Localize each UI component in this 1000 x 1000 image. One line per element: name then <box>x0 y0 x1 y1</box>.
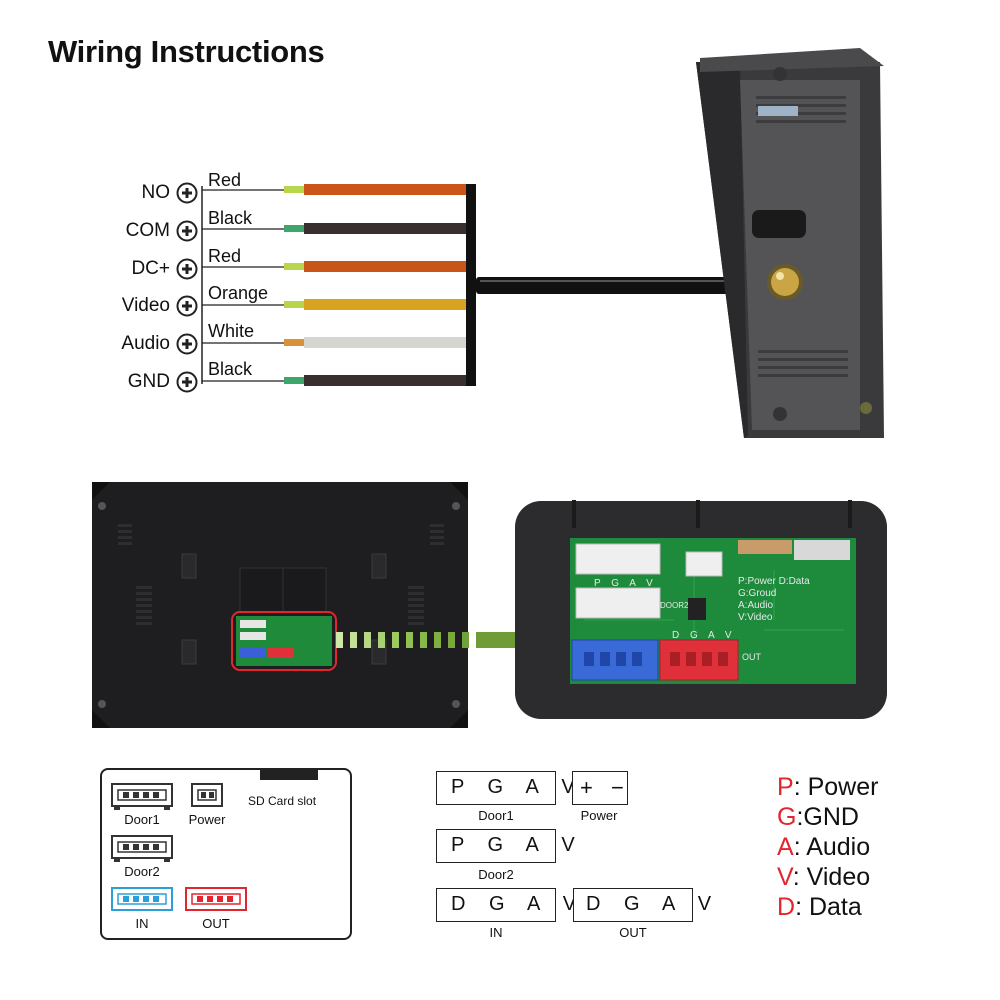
wire-label-video: Orange <box>208 283 269 303</box>
wiring-diagram <box>201 48 884 438</box>
wire-label-no: Red <box>208 170 242 190</box>
wire-color-bar <box>304 337 466 348</box>
board-legend-line: P:Power D:Data <box>738 576 810 587</box>
key-video: V: Video <box>777 863 870 892</box>
door2-label: Door2 <box>124 864 160 879</box>
sd-slot-shape <box>260 768 318 780</box>
out-pinout-label: OUT <box>619 925 647 940</box>
key-text: : Power <box>793 773 879 801</box>
door2-connector-icon <box>111 835 173 862</box>
board-out-label: OUT <box>742 652 762 662</box>
key-letter: P <box>777 773 794 801</box>
wire-label-com: Black <box>208 208 253 228</box>
cable-sleeve <box>466 184 476 386</box>
wire-no <box>202 184 466 195</box>
power-pinout: + − <box>572 771 628 805</box>
out-connector-icon <box>185 887 247 911</box>
plus-icon <box>176 258 198 285</box>
wire-label-dc: Red <box>208 246 242 266</box>
board-legend-line: V:Video <box>738 612 773 623</box>
board-pins-bottom: D G A V <box>672 630 736 641</box>
key-text: : Video <box>792 863 871 891</box>
wire-color-bar <box>304 261 466 272</box>
power-label: Power <box>188 812 226 827</box>
key-text: :GND <box>796 803 859 831</box>
screw-icon <box>98 502 106 510</box>
in-pinout-label: IN <box>489 925 503 940</box>
camera-lens-window <box>752 210 806 238</box>
wire-color-bar <box>304 184 466 195</box>
wire-gnd <box>202 375 466 386</box>
panel-legend: SD Card slot Door1 Power Door2 IN OUT <box>100 768 352 940</box>
terminal-label: NO <box>141 182 171 203</box>
door2-pinout-label: Door2 <box>478 867 514 882</box>
plus-icon <box>176 333 198 360</box>
out-pins: D G A V <box>586 893 721 915</box>
door1-pinout-label: Door1 <box>478 808 514 823</box>
terminal-label: COM <box>125 220 170 241</box>
plus-icon <box>176 182 198 209</box>
power-connector-icon <box>191 783 223 807</box>
terminal-label: Audio <box>121 333 170 354</box>
board-closeup: P:Power D:Data G:Groud A:Audio V:Video P… <box>515 500 887 719</box>
board-door2-label: DOOR2 <box>660 601 689 610</box>
door2-pins: P G A V <box>451 834 584 856</box>
terminal-label: Video <box>121 295 170 316</box>
in-connector-icon <box>111 887 173 911</box>
out-pinout: D G A V <box>573 888 711 922</box>
wire-com <box>202 223 466 234</box>
monitor-back <box>92 482 468 728</box>
key-power: P: Power <box>777 773 878 802</box>
key-text: : Audio <box>793 833 871 861</box>
sd-slot-label: SD Card slot <box>248 794 317 808</box>
main-cable <box>476 277 746 294</box>
key-data: D: Data <box>777 893 862 922</box>
page-title: Wiring Instructions <box>48 34 325 69</box>
key-letter: D <box>777 893 796 921</box>
power-pins: + − <box>580 775 630 800</box>
wire-video <box>202 299 466 310</box>
screw-icon <box>452 502 460 510</box>
key-text: : Data <box>795 893 862 921</box>
power-pinout-label: Power <box>580 808 618 823</box>
wire-color-bar <box>304 299 466 310</box>
door1-label: Door1 <box>124 812 160 827</box>
wire-dc <box>202 261 466 272</box>
screw-icon <box>452 700 460 708</box>
plus-icon <box>176 371 198 398</box>
door2-pinout: P G A V <box>436 829 575 863</box>
door-camera <box>696 48 884 438</box>
call-button-icon <box>771 268 799 296</box>
key-letter: V <box>777 863 793 891</box>
terminal-label: DC+ <box>131 258 170 279</box>
door1-pinout: P G A V <box>436 771 575 805</box>
plus-icon <box>176 220 198 247</box>
out-label: OUT <box>202 916 230 931</box>
terminal-list: NO COM DC+ Video Audio GND <box>90 178 200 398</box>
in-label: IN <box>135 916 149 931</box>
screw-icon <box>98 700 106 708</box>
door1-connector-icon <box>111 783 173 810</box>
wire-label-gnd: Black <box>208 359 253 379</box>
screw-icon <box>773 407 787 421</box>
key-letter: A <box>777 833 794 861</box>
board-legend-line: A:Audio <box>738 600 773 611</box>
board-legend-line: G:Groud <box>738 588 776 599</box>
board-pins-top: P G A V <box>594 578 657 589</box>
in-pins: D G A V <box>451 893 586 915</box>
wire-color-bar <box>304 223 466 234</box>
key-letter: G <box>777 803 797 831</box>
wire-color-bar <box>304 375 466 386</box>
key-audio: A: Audio <box>777 833 870 862</box>
door1-pins: P G A V <box>451 776 584 798</box>
wire-audio <box>202 337 466 348</box>
screw-icon <box>773 67 787 81</box>
wire-label-audio: White <box>208 321 255 341</box>
plus-icon <box>176 295 198 322</box>
terminal-label: GND <box>127 371 170 392</box>
in-pinout: D G A V <box>436 888 576 922</box>
key-gnd: G:GND <box>777 803 859 832</box>
